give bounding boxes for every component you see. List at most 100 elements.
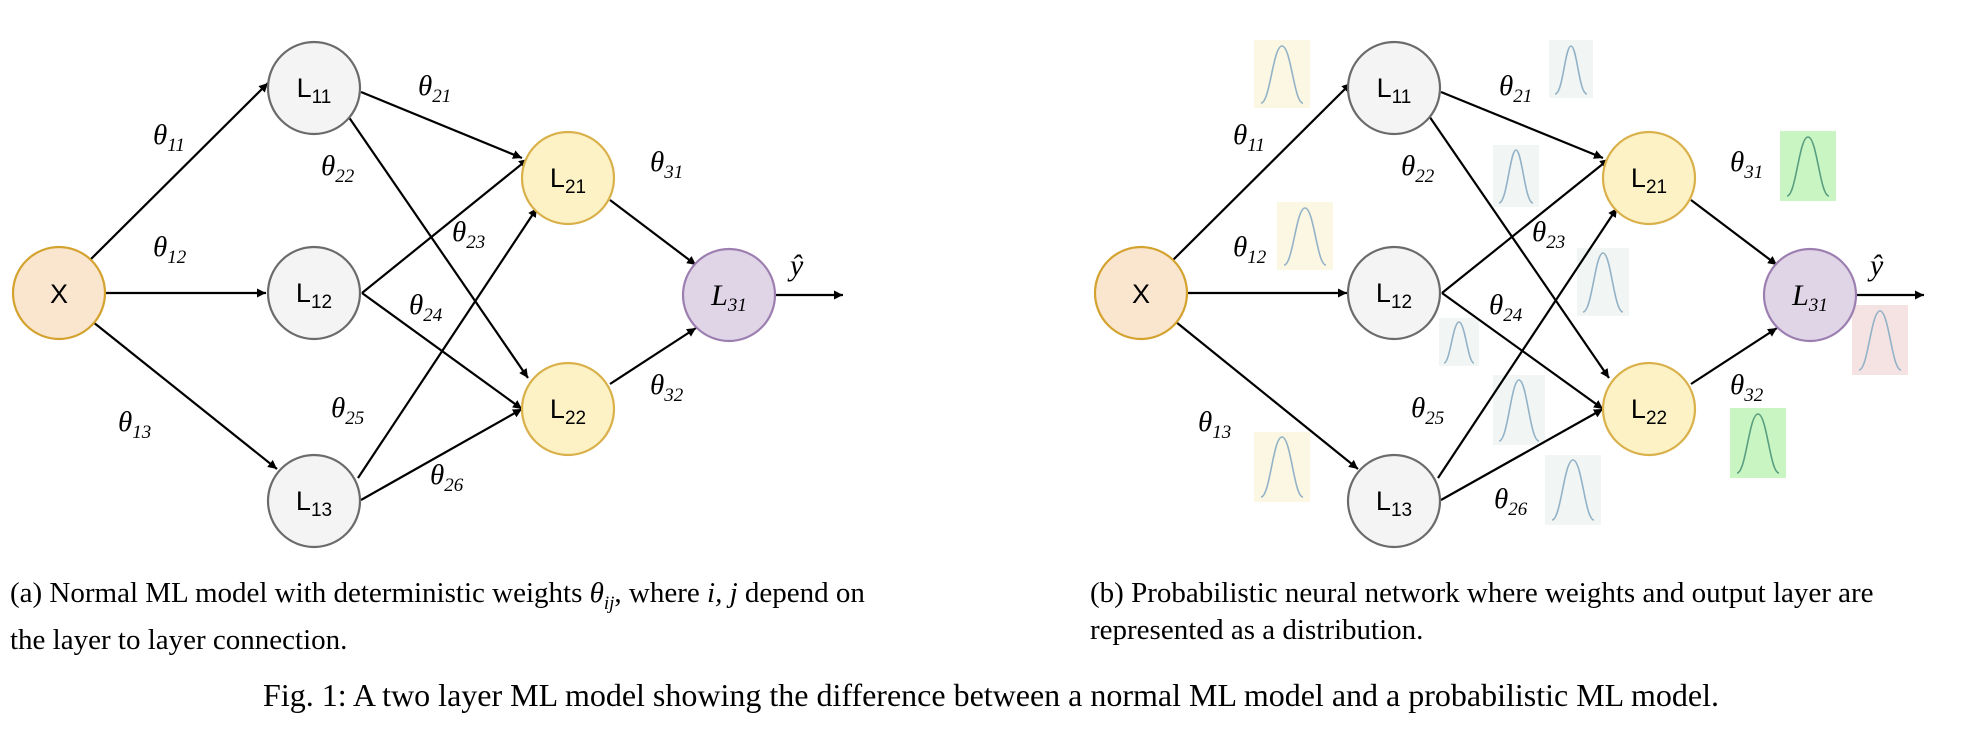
node-circle	[1601, 361, 1697, 457]
theta-subscript: 22	[335, 166, 355, 187]
theta-symbol: θ	[118, 406, 132, 438]
edge-l21-l31	[609, 199, 697, 266]
dist-t24	[1439, 318, 1479, 366]
edge-x-l11	[1170, 82, 1352, 263]
output-label-yhat: ŷ	[1867, 249, 1884, 282]
caption-a-prefix: (a) Normal ML model with deterministic w…	[10, 577, 590, 609]
theta-symbol: θ	[1730, 369, 1744, 401]
theta-subscript: 13	[132, 422, 151, 443]
node-label-sub: 11	[312, 87, 332, 108]
node-l22: L22	[1601, 361, 1697, 457]
caption-a-suffix: depend on the layer to layer connection.	[10, 577, 865, 656]
theta-symbol: θ	[1499, 70, 1513, 102]
weight-label-t26: θ26	[1494, 483, 1528, 520]
weight-label-t12: θ12	[153, 231, 187, 268]
edge-x-l13	[1175, 321, 1359, 470]
edge-x-l13	[92, 321, 278, 470]
panel-a-edges	[87, 82, 843, 501]
node-label-sub: 12	[1391, 292, 1412, 313]
weight-label-t24: θ24	[409, 289, 443, 326]
node-label-sub: 22	[1646, 408, 1667, 429]
weight-label-t21: θ21	[1499, 70, 1532, 107]
theta-subscript: 25	[345, 408, 364, 429]
dist-t26	[1545, 455, 1601, 525]
node-circle	[266, 40, 362, 136]
node-l12: L12	[266, 245, 362, 341]
panel-b-edges	[1170, 82, 1924, 501]
node-l21: L21	[1601, 130, 1697, 226]
node-l22-label: L22	[550, 394, 586, 429]
panel-b-distributions	[1254, 40, 1908, 525]
node-x-label: X	[50, 279, 68, 309]
weight-label-t11: θ11	[1233, 119, 1265, 156]
node-label-base: L	[1631, 394, 1646, 424]
theta-subscript: 32	[1743, 385, 1764, 406]
node-x: X	[1093, 245, 1189, 341]
node-l13: L13	[266, 453, 362, 549]
theta-subscript: 26	[444, 475, 464, 496]
theta-symbol: θ	[430, 459, 444, 491]
theta-subscript: 31	[663, 162, 683, 183]
weight-label-t13: θ13	[1198, 406, 1231, 443]
panel-a: X L11 L12 L13 L21 L22 L31 θ11 θ12 θ13	[11, 40, 843, 549]
edge-l22-l31	[609, 327, 697, 385]
node-label-base: L	[296, 486, 311, 516]
edge-l13-l22	[360, 408, 523, 501]
theta-symbol: θ	[1401, 150, 1415, 182]
node-circle	[266, 245, 362, 341]
theta-symbol: θ	[331, 392, 345, 424]
node-l11: L11	[1346, 40, 1442, 136]
theta-symbol: θ	[409, 289, 423, 321]
edge-l11-l22	[345, 112, 529, 379]
caption-a-theta: θ	[589, 577, 604, 609]
node-x: X	[11, 245, 107, 341]
node-label-sub: 21	[565, 177, 586, 198]
theta-subscript: 22	[1415, 166, 1435, 187]
theta-subscript: 23	[466, 232, 485, 253]
node-label-base: L	[1631, 163, 1646, 193]
node-l31-label: L31	[1791, 279, 1828, 316]
node-label-sub: 31	[727, 295, 747, 316]
node-circle	[1346, 40, 1442, 136]
theta-subscript: 23	[1546, 232, 1565, 253]
caption-a: (a) Normal ML model with deterministic w…	[10, 575, 900, 659]
node-label-base: L	[297, 73, 312, 103]
figure-caption: Fig. 1: A two layer ML model showing the…	[263, 677, 1719, 713]
theta-symbol: θ	[153, 119, 167, 151]
theta-symbol: θ	[1489, 289, 1503, 321]
theta-symbol: θ	[650, 146, 664, 178]
node-circle	[520, 130, 616, 226]
node-l31: L31	[681, 247, 777, 343]
caption-a-ij: i, j	[707, 577, 738, 609]
node-l13-label: L13	[296, 486, 332, 521]
node-circle	[1093, 245, 1189, 341]
weight-label-t21: θ21	[418, 70, 451, 107]
theta-subscript: 32	[663, 385, 684, 406]
node-l11: L11	[266, 40, 362, 136]
weight-label-t26: θ26	[430, 459, 464, 496]
caption-b: (b) Probabilistic neural network where w…	[1090, 577, 1874, 646]
edge-l11-l21	[360, 90, 523, 160]
node-label-base: L	[1377, 73, 1392, 103]
theta-subscript: 11	[167, 135, 185, 156]
theta-symbol: θ	[1233, 119, 1247, 151]
theta-subscript: 21	[432, 86, 451, 107]
node-label-base: L	[550, 163, 565, 193]
edge-l11-l22	[1426, 112, 1610, 379]
node-label-base: L	[296, 278, 311, 308]
weight-label-t12: θ12	[1233, 231, 1267, 268]
node-l13-label: L13	[1376, 486, 1412, 521]
edge-x-l11	[87, 82, 269, 263]
theta-symbol: θ	[418, 70, 432, 102]
theta-subscript: 21	[1513, 86, 1532, 107]
dist-output	[1852, 305, 1908, 375]
node-l11-label: L11	[297, 73, 332, 108]
theta-subscript: 31	[1743, 162, 1763, 183]
caption-a-theta-sub: ij	[603, 592, 615, 614]
theta-subscript: 26	[1508, 499, 1528, 520]
node-l31-label: L31	[710, 279, 747, 316]
node-l12: L12	[1346, 245, 1442, 341]
weight-label-t11: θ11	[153, 119, 185, 156]
theta-symbol: θ	[452, 216, 466, 248]
